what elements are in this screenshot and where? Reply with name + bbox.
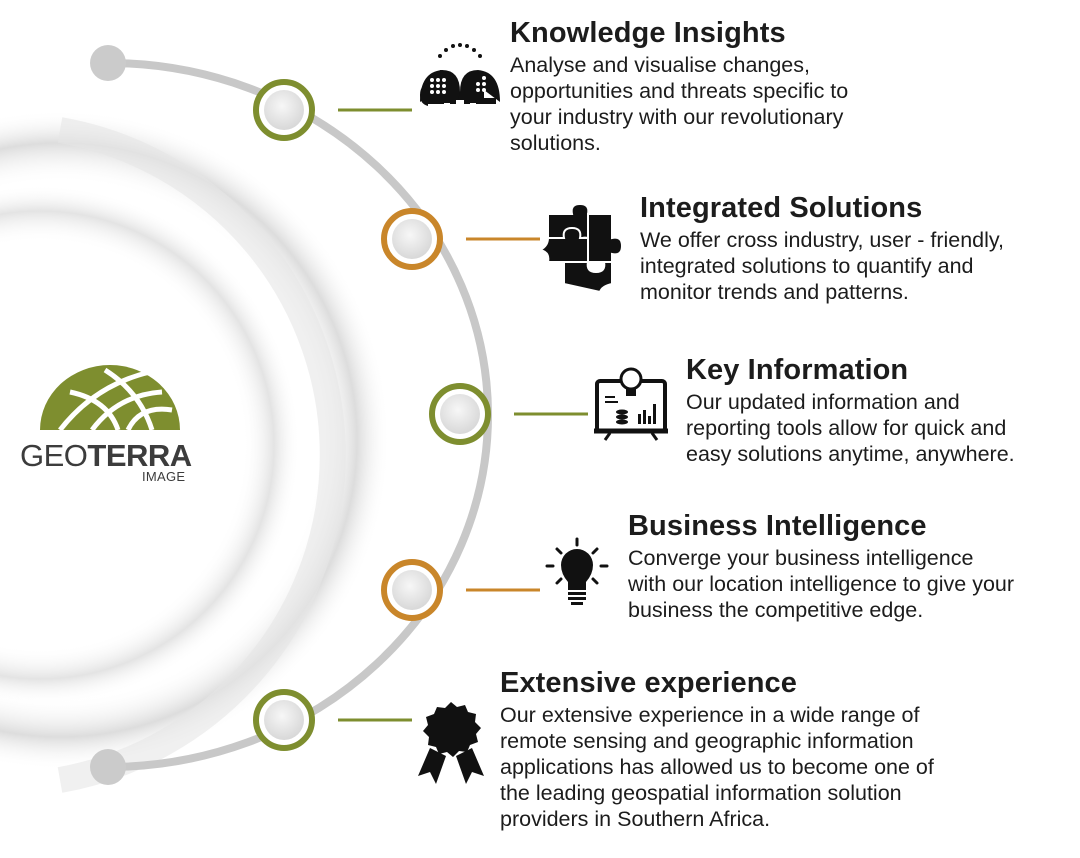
feature-description: Analyse and visualise changes,opportunit…: [510, 53, 849, 155]
logo-subtitle: IMAGE: [142, 469, 186, 484]
timeline-node: [381, 208, 443, 270]
timeline-node: [381, 559, 443, 621]
feature-business-intelligence: Business Intelligence Converge your busi…: [628, 509, 1014, 623]
timeline-node: [429, 383, 491, 445]
background-swoosh: [57, 117, 346, 793]
feature-title: Extensive experience: [500, 667, 798, 699]
feature-extensive-experience: Extensive experience Our extensive exper…: [500, 666, 934, 832]
feature-title: Key Information: [686, 354, 909, 386]
dashboard-screen-icon: [594, 367, 668, 441]
logo-word-light: GEO: [20, 438, 88, 473]
puzzle-icon: [536, 202, 624, 294]
timeline-node: [253, 79, 315, 141]
brain-heads-icon: [420, 43, 500, 106]
lightbulb-icon: [545, 537, 609, 605]
logo-wordmark: GEOTERRA: [20, 438, 192, 474]
timeline-node: [253, 689, 315, 751]
award-ribbon-icon: [418, 702, 484, 784]
feature-title: Integrated Solutions: [640, 192, 923, 224]
feature-title: Business Intelligence: [628, 510, 927, 542]
arc-end-top: [90, 45, 126, 81]
feature-title: Knowledge Insights: [510, 17, 786, 49]
logo-word-bold: TERRA: [87, 438, 192, 473]
geoterra-logo-dome: [40, 365, 180, 432]
background-ring-inner: [0, 185, 300, 705]
feature-description: Our extensive experience in a wide range…: [500, 703, 934, 831]
feature-key-information: Key Information Our updated information …: [686, 353, 1015, 467]
feature-integrated-solutions: Integrated Solutions We offer cross indu…: [640, 191, 1004, 305]
feature-knowledge-insights: Knowledge Insights Analyse and visualise…: [510, 16, 848, 156]
feature-description: We offer cross industry, user - friendly…: [640, 228, 1005, 304]
arc-end-bottom: [90, 749, 126, 785]
